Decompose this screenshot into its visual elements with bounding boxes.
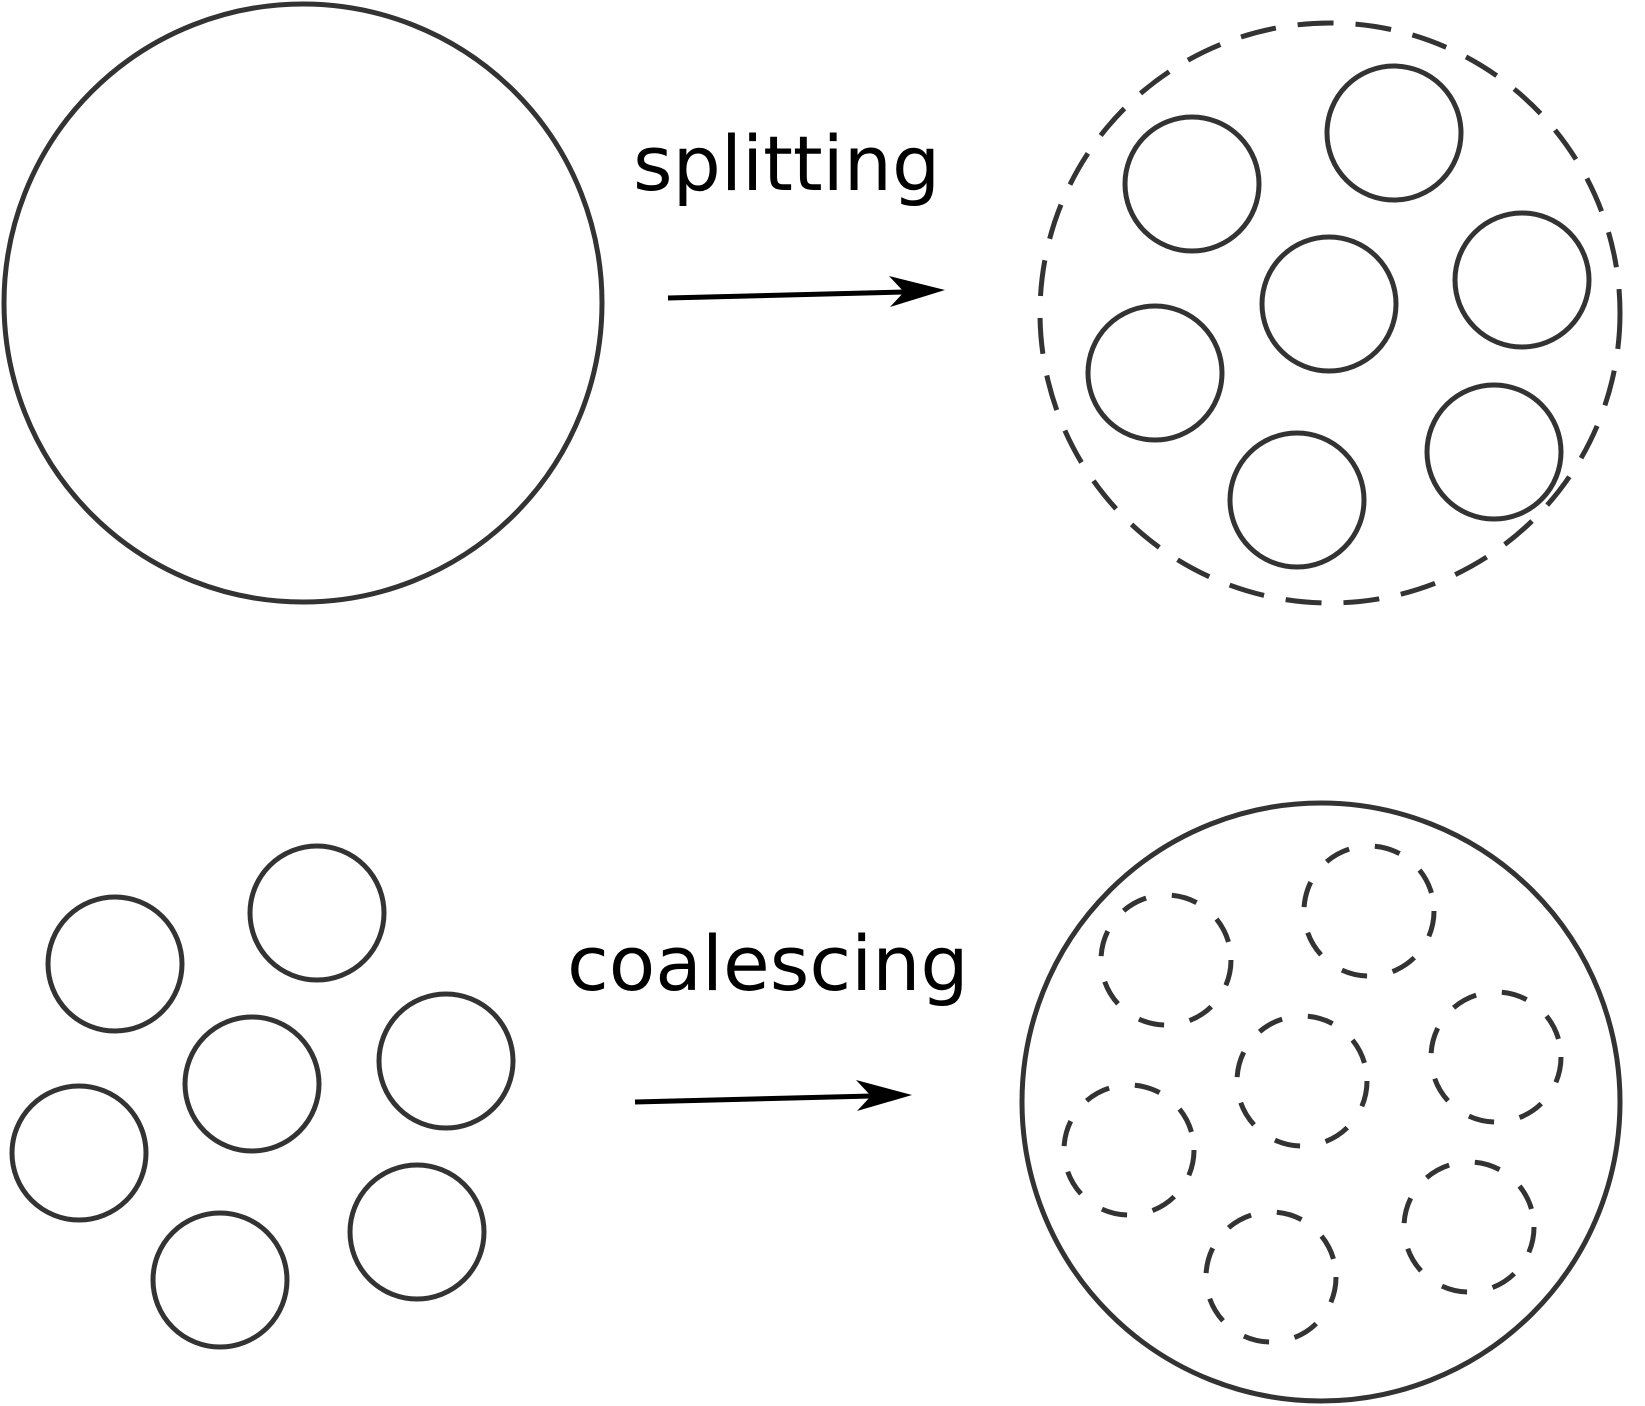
droplet-circle <box>150 1210 290 1350</box>
splitting-arrow <box>667 276 945 307</box>
coalescing-arrow <box>634 1080 912 1111</box>
droplet-circle <box>45 894 185 1034</box>
coalescing-row <box>9 800 1623 1404</box>
separate-droplets <box>9 843 516 1350</box>
dashed-fragment-circle <box>1203 1209 1339 1345</box>
fragment-circle <box>1122 114 1262 254</box>
dashed-fragment-circle <box>1234 1013 1370 1149</box>
merged-fragments <box>1061 843 1564 1345</box>
fragment-circle <box>1424 382 1564 522</box>
whole-droplet-circle <box>1 1 605 605</box>
droplet-circle <box>9 1083 149 1223</box>
fragment-circle <box>1085 303 1225 443</box>
fragment-circle <box>1227 430 1367 570</box>
split-fragments <box>1085 63 1592 570</box>
fragment-circle <box>1452 210 1592 350</box>
dashed-fragment-circle <box>1428 989 1564 1125</box>
splitting-row <box>1 1 1623 606</box>
coalescing-label: coalescing <box>567 919 969 1008</box>
dashed-fragment-circle <box>1301 843 1437 979</box>
fragment-circle <box>1259 234 1399 374</box>
droplet-circle <box>376 991 516 1131</box>
merged-droplet-circle <box>1019 800 1623 1404</box>
splitting-label: splitting <box>633 119 941 208</box>
droplet-circle <box>347 1162 487 1302</box>
dashed-fragment-circle <box>1401 1159 1537 1295</box>
dashed-fragment-circle <box>1061 1082 1197 1218</box>
droplet-circle <box>247 843 387 983</box>
droplet-circle <box>182 1014 322 1154</box>
fragment-circle <box>1324 63 1464 203</box>
dashed-fragment-circle <box>1098 892 1234 1028</box>
split-envelope-dashed-circle <box>1037 20 1623 606</box>
